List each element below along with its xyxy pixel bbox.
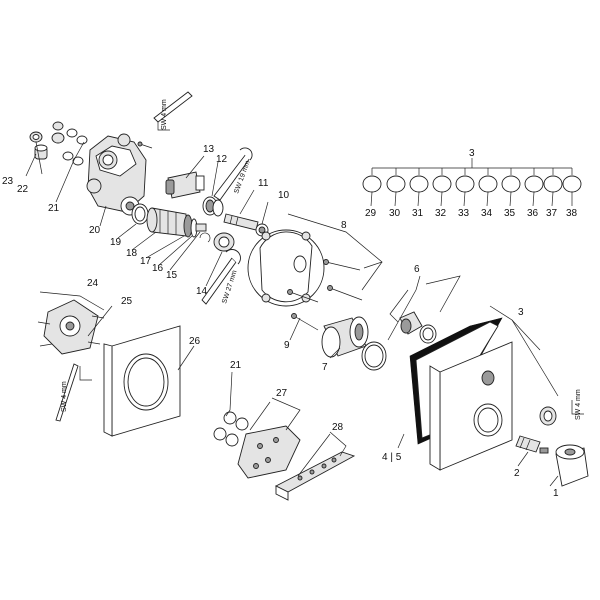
callout-3-right: 3 [518,307,524,318]
callout-11: 11 [258,178,269,189]
callout-14: 14 [196,286,208,297]
part-12-ring [202,196,224,217]
ring-row-leaders [370,191,573,207]
callout-16: 16 [152,263,164,274]
leader-lines [25,141,559,487]
part-8-plate [247,229,325,307]
part-3-ring-row [362,158,582,193]
callout-19: 19 [110,237,122,248]
part-28-rail [275,451,356,501]
part-21-orings-top [62,128,88,166]
part-13-valve [165,171,205,199]
callout-2: 2 [514,468,520,479]
callout-33: 33 [458,208,470,219]
callout-17: 17 [140,256,152,267]
tool-label-sw4-top: SW 4 mm [161,99,168,130]
part-circlip [199,232,211,243]
tool-label-sw4-right: SW 4 mm [575,389,582,420]
part-15-spindle [195,223,207,232]
callout-28: 28 [332,422,344,433]
callout-34: 34 [481,208,493,219]
part-26-square-plate [103,325,181,437]
part-1-knob [555,444,589,487]
part-plug-a [51,121,65,144]
callout-25: 25 [121,296,133,307]
part-7-sleeve [321,316,369,358]
callout-21-bottom: 21 [230,360,242,371]
callout-27: 27 [276,388,288,399]
part-screws-9 [287,259,363,331]
part-11-rod [223,213,259,231]
callout-31: 31 [412,208,424,219]
callout-23: 23 [2,176,14,187]
hex-key-sw4-top: SW 4 mm [153,91,193,131]
callout-3-top: 3 [469,148,475,159]
callout-38: 38 [566,208,578,219]
callout-37: 37 [546,208,558,219]
callout-1: 1 [553,488,559,499]
callout-15: 15 [166,270,178,281]
part-19-ring [131,203,149,225]
callout-26: 26 [189,336,201,347]
callout-36: 36 [527,208,539,219]
callout-10: 10 [278,190,290,201]
callout-21-top: 21 [48,203,60,214]
part-adapter [539,406,557,426]
callout-12: 12 [216,154,228,165]
callout-22: 22 [17,184,29,195]
part-20-housing [86,133,147,216]
callout-labels: 1 2 3 3 4 | 5 6 7 8 9 10 11 12 13 14 15 … [2,144,578,499]
callout-29: 29 [365,208,377,219]
part-6-valve [399,311,423,335]
part-5-cover-plate [429,341,513,471]
wrench-sw27: SW 27 mm [201,249,241,305]
callout-6: 6 [414,264,420,275]
part-screw-small [137,141,153,149]
part-23-cap [29,131,43,143]
part-14-nut [213,232,235,252]
hex-key-sw4-left: SW 4 mm [55,363,92,422]
part-27-bracket [237,425,301,479]
callout-13: 13 [203,144,215,155]
callout-18: 18 [126,248,138,259]
callout-35: 35 [504,208,516,219]
callout-4-5: 4 | 5 [382,452,402,463]
callout-30: 30 [389,208,401,219]
hex-key-sw4-right: SW 4 mm [571,389,584,420]
callout-9: 9 [284,340,290,351]
tool-label-sw4-left: SW 4 mm [61,381,68,412]
part-oring-7 [361,341,387,371]
callout-24: 24 [87,278,99,289]
callout-32: 32 [435,208,447,219]
callout-8: 8 [341,220,347,231]
part-6-ring [419,324,437,344]
part-2-cartridge [515,435,549,454]
callout-7: 7 [322,362,328,373]
part-22-cap [34,144,48,160]
part-18-cartridge [146,207,187,237]
part-24-mount [37,299,105,355]
callout-20: 20 [89,225,101,236]
part-21-orings-bottom [213,411,249,447]
